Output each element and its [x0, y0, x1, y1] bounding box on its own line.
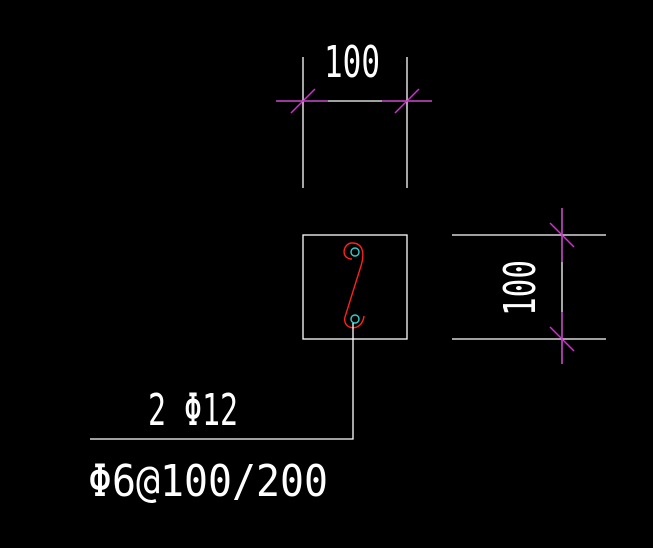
top-dimension: 100: [276, 37, 432, 188]
s-tie: [343, 242, 365, 329]
rebar-top: [350, 247, 360, 257]
right-tick-bottom: [549, 326, 575, 352]
stirrup-label: Φ6@100/200: [88, 456, 328, 507]
longitudinal-bar-label: 2 Φ12: [148, 385, 238, 436]
leader-line: [90, 323, 354, 440]
right-dimension: 100: [452, 208, 606, 364]
top-dimension-label: 100: [324, 37, 380, 88]
s-tie-hook: [343, 242, 365, 329]
top-tick-right: [394, 88, 420, 114]
right-dimension-label: 100: [495, 260, 546, 316]
rebar-bottom: [350, 314, 360, 324]
section-outline: [302, 234, 408, 340]
right-tick-top: [549, 222, 575, 248]
top-tick-left: [290, 88, 316, 114]
